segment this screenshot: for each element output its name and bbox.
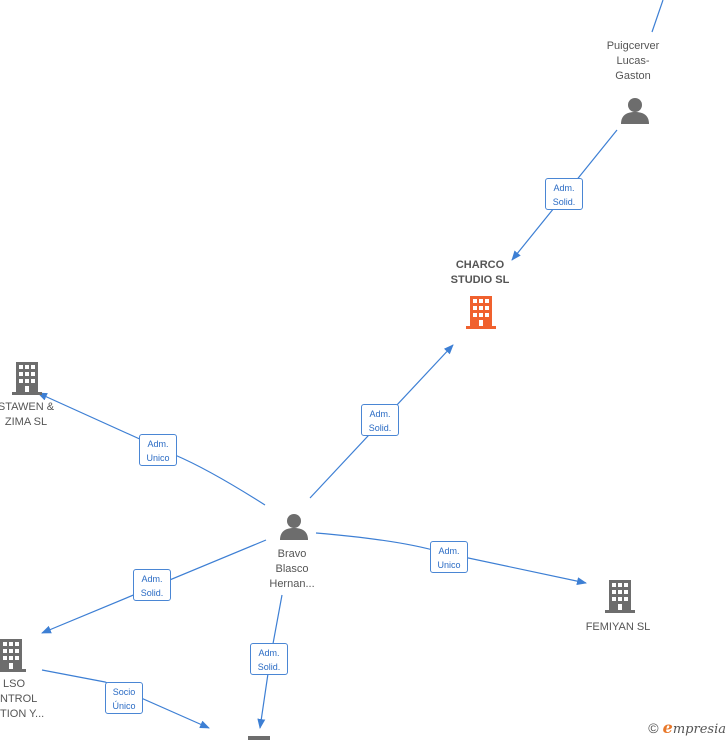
brand-name: mpresia [672,722,726,737]
edge-label-adm-solid: Adm.Solid. [250,643,288,675]
edge-label-adm-solid: Adm.Solid. [361,404,399,436]
building-icon[interactable] [466,296,496,329]
node-label-charco-studio[interactable]: CHARCO STUDIO SL [450,259,510,286]
building-icon[interactable] [605,580,635,613]
edge-label-adm-solid: Adm.Solid. [133,569,171,601]
copyright-symbol: © [648,720,659,736]
edge-line-4 [37,392,266,506]
building-icon[interactable] [12,362,42,395]
node-label-bravo-blasco[interactable]: Bravo Blasco Hernan... [269,548,315,590]
person-icon[interactable] [280,514,308,540]
node-label-control[interactable]: LSO NTROL TION Y... [0,678,45,720]
edge-line-1 [651,0,664,33]
node-label-stawen-zima[interactable]: STAWEN & ZIMA SL [0,401,55,428]
node-label-puigcerver[interactable]: Puigcerver Lucas- Gaston [606,40,660,82]
building-icon[interactable] [0,639,26,672]
node-label-femiyan[interactable]: FEMIYAN SL [585,621,651,633]
edge-label-adm-solid: Adm.Solid. [545,178,583,210]
building-icon[interactable] [248,736,270,740]
edge-label-adm-unico: Adm.Unico [430,541,468,573]
edge-label-adm-unico: Adm.Unico [139,434,177,466]
brand-initial: e [662,718,673,737]
person-icon[interactable] [621,98,649,124]
empresia-watermark: © empresia [648,718,726,737]
